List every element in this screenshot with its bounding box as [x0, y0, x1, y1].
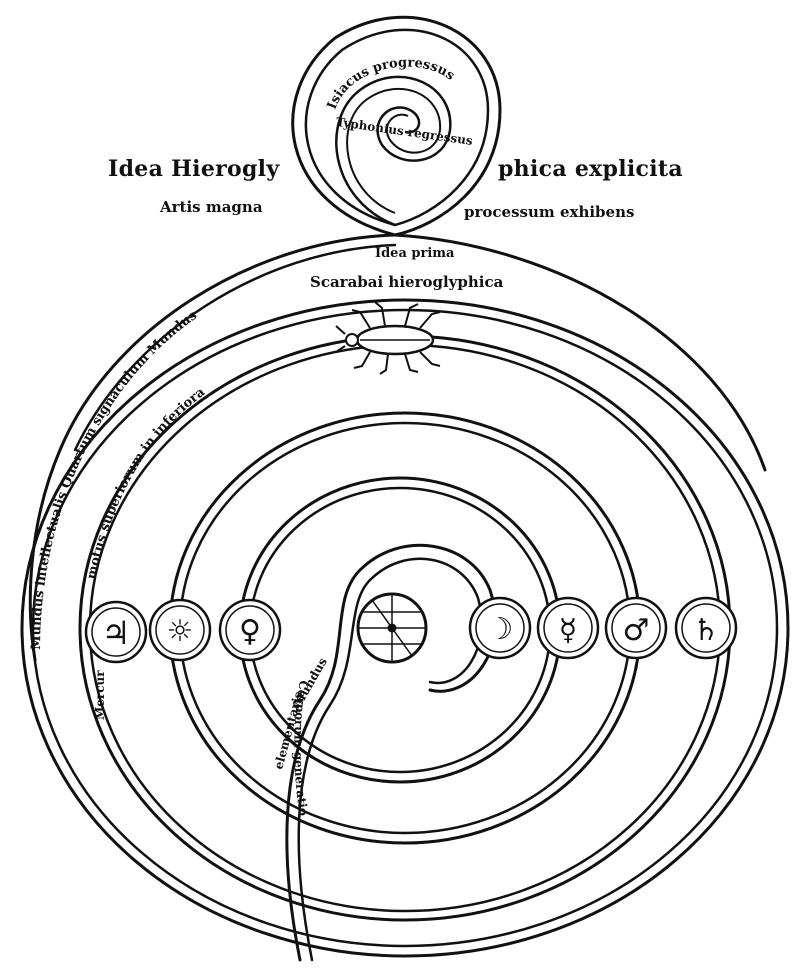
mercury-symbol: ☿ [559, 613, 577, 648]
subtitle-left: Artis magna [160, 198, 263, 216]
top-spiral-coil [335, 75, 452, 227]
mars-symbol: ♂ [623, 613, 650, 648]
moon-symbol: ☽ [487, 612, 514, 647]
venus-medallion: ♀ [218, 598, 282, 662]
moon-medallion: ☽ [468, 596, 532, 660]
title-left: Idea Hierogly [108, 156, 280, 182]
top-spiral-coil-inner [346, 87, 442, 214]
subtitle-right: processum exhibens [464, 203, 635, 221]
center-caption: Idea prima [375, 246, 455, 261]
scarab-icon [335, 301, 441, 375]
planet-medallions: ♃ ☼ ♀ ☽ ☿ ♂ ♄ [84, 596, 738, 664]
jupiter-medallion: ♃ [84, 600, 148, 664]
central-spiral [335, 75, 452, 227]
upper-loop-inner [304, 28, 490, 227]
sun-symbol: ☼ [167, 614, 194, 649]
earth-globe-icon [356, 592, 428, 664]
venus-symbol: ♀ [239, 614, 261, 649]
spiral-top-text: Isiacus progressus [325, 56, 458, 112]
sun-medallion: ☼ [148, 598, 212, 662]
orbit-ring-outer [20, 298, 790, 958]
jupiter-symbol: ♃ [102, 614, 131, 652]
crossing-right [393, 233, 767, 472]
figure-eight-crossing [28, 15, 767, 662]
spiral-top-label-2: Typhonius regressus [335, 115, 474, 148]
saturn-symbol: ♄ [693, 613, 720, 648]
crossing-left-inner [73, 243, 397, 452]
arc-outer-text: Mundus intellectualis Quartum signaculum… [29, 308, 200, 650]
lower-path-text: Corporum generatio [291, 679, 310, 816]
left-word-label: Mercur [93, 670, 107, 720]
orbit-ring-outer-inner [31, 308, 779, 948]
scarab-caption: Scarabai hieroglyphica [310, 273, 504, 291]
title-right: phica explicita [498, 156, 683, 182]
spiral-top-label: Isiacus progressus [325, 56, 458, 112]
lower-path-label: Corporum generatio [291, 679, 310, 816]
upper-loop [291, 15, 502, 237]
mars-medallion: ♂ [604, 596, 668, 660]
mercury-medallion: ☿ [536, 596, 600, 660]
crossing-left [28, 233, 397, 662]
saturn-medallion: ♄ [674, 596, 738, 660]
arc-outer-label: Mundus intellectualis Quartum signaculum… [29, 308, 200, 650]
